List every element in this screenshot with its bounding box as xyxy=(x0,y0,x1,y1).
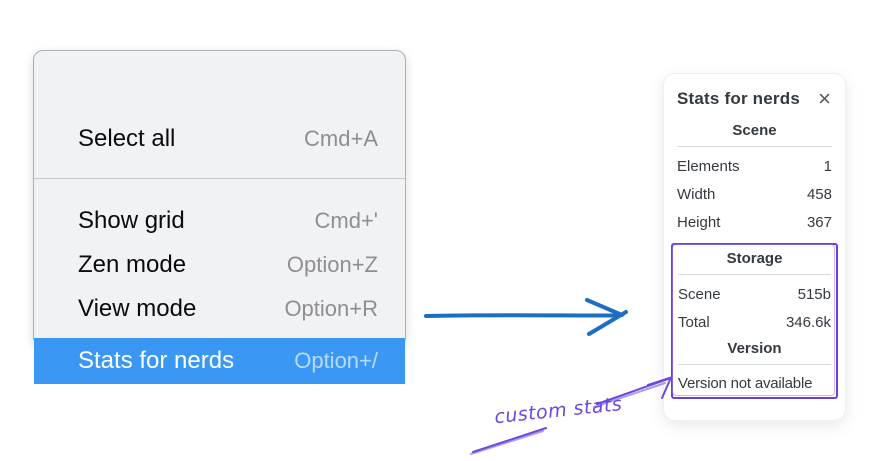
stat-label: Elements xyxy=(677,157,740,175)
menu-item-label: Stats for nerds xyxy=(78,347,235,374)
menu-item-stats-for-nerds[interactable]: Stats for nerds Option+/ xyxy=(34,338,405,384)
stat-row-elements: Elements 1 xyxy=(676,152,833,180)
stat-value: 1 xyxy=(823,157,832,175)
stat-value: 367 xyxy=(806,213,832,231)
menu-item-show-grid[interactable]: Show grid Cmd+' xyxy=(34,199,405,243)
custom-stats-annotation: custom stats xyxy=(493,393,624,429)
stat-label: Total xyxy=(678,313,710,331)
menu-item-view-mode[interactable]: View mode Option+R xyxy=(34,287,405,331)
menu-item-select-all[interactable]: Select all Cmd+A xyxy=(34,108,405,169)
stat-label: Width xyxy=(677,185,716,203)
menu-item-shortcut: Option+R xyxy=(284,296,378,321)
stat-row-width: Width 458 xyxy=(676,180,833,208)
menu-item-label: Zen mode xyxy=(78,251,187,278)
section-divider xyxy=(678,274,831,275)
menu-item-shortcut: Option+/ xyxy=(294,348,378,373)
section-scene: Scene Elements 1 Width 458 Height 367 xyxy=(676,122,833,236)
stats-panel-header: Stats for nerds × xyxy=(677,86,832,111)
stat-label: Height xyxy=(677,213,721,231)
menu-item-shortcut: Cmd+A xyxy=(304,125,378,151)
menu-item-label: View mode xyxy=(78,295,197,322)
stat-row-total-size: Total 346.6k xyxy=(677,308,832,336)
version-note: Version not available xyxy=(678,375,813,392)
menu-item-shortcut: Option+Z xyxy=(286,252,378,277)
section-header: Version xyxy=(727,340,782,357)
section-header: Storage xyxy=(726,250,783,267)
stat-value: 515b xyxy=(797,285,831,303)
highlighted-sections: Storage Scene 515b Total 346.6k Version … xyxy=(671,243,838,399)
blue-arrow xyxy=(424,298,628,336)
menu-item-label: Select all xyxy=(78,124,176,152)
section-version: Version Version not available xyxy=(677,340,832,397)
menu-item-label: Show grid xyxy=(78,207,185,234)
stat-value: 458 xyxy=(806,185,832,203)
menu-divider xyxy=(34,178,405,179)
stats-panel: Stats for nerds × Scene Elements 1 Width… xyxy=(663,73,846,421)
close-icon[interactable]: × xyxy=(818,86,831,111)
stat-row-height: Height 367 xyxy=(676,208,833,236)
section-divider xyxy=(677,146,832,147)
section-storage: Storage Scene 515b Total 346.6k xyxy=(677,250,832,336)
stat-label: Scene xyxy=(678,285,721,303)
section-header: Scene xyxy=(732,122,777,139)
stat-value: 346.6k xyxy=(785,313,831,331)
stats-panel-title: Stats for nerds xyxy=(677,89,800,108)
menu-item-zen-mode[interactable]: Zen mode Option+Z xyxy=(34,243,405,287)
context-menu: Select all Cmd+A Show grid Cmd+' Zen mod… xyxy=(33,50,406,384)
stat-row-scene-size: Scene 515b xyxy=(677,280,832,308)
menu-item-shortcut: Cmd+' xyxy=(314,208,379,233)
section-divider xyxy=(678,364,831,365)
